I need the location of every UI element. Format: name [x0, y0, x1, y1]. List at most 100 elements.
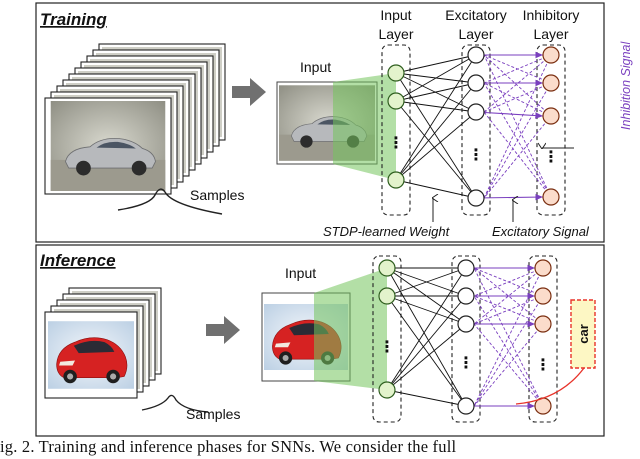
inference-synapse [386, 323, 467, 391]
inference-ellipsis: ⋮ [535, 355, 551, 374]
training-synapse [395, 100, 477, 199]
inference-input-neuron [378, 259, 396, 277]
training-synapse [395, 54, 477, 102]
training-title: Training [40, 10, 107, 29]
inhibitory-layer-label-line1: Inhibitory [523, 7, 580, 23]
inference-inhibitory-neuron [534, 287, 552, 305]
inference-inhibition-signal [473, 295, 544, 407]
training-inhibition-signal [483, 82, 552, 198]
training-input-neuron [387, 171, 405, 189]
inference-ellipsis: ⋮ [458, 353, 474, 372]
training-synapse [395, 82, 477, 181]
training-inhibitory-neuron [542, 107, 560, 125]
inference-sample-stack [44, 287, 162, 399]
inference-inhibitory-neuron [534, 315, 552, 333]
inference-excitatory-layer-box [451, 255, 481, 423]
inference-synapse [386, 267, 467, 391]
excitatory-signal-label: Excitatory Signal [492, 224, 590, 239]
inference-samples-label: Samples [186, 406, 240, 422]
training-inhibition-signal [483, 54, 552, 84]
inference-excitatory-neuron [457, 397, 475, 415]
training-flow-arrow [232, 78, 266, 106]
training-inhibition-signal [483, 82, 552, 117]
training-inhibition-signal [483, 54, 552, 199]
training-panel [35, 2, 605, 243]
output-class-box: car [570, 299, 596, 369]
inference-input-label: Input [285, 265, 316, 281]
training-inhibition-signal [483, 111, 552, 198]
figure-canvas: Training Inference Samples Input Input L… [35, 2, 633, 437]
training-excitatory-neuron [467, 74, 485, 92]
training-synapse [395, 82, 477, 102]
training-sample-stack [44, 43, 226, 195]
training-sample-image [50, 101, 166, 191]
figure-caption: ig. 2. Training and inference phases for… [0, 437, 457, 456]
inference-inhibition-signal [473, 295, 544, 325]
inference-network: ⋮ ⋮ ⋮ [314, 255, 558, 423]
inference-synapse [386, 267, 467, 407]
inference-panel [35, 244, 605, 437]
training-inhibitory-layer-box [536, 44, 566, 216]
training-inhibition-signal [483, 115, 552, 199]
training-inhibition-signal [483, 82, 552, 113]
training-excitatory-neuron [467, 46, 485, 64]
inference-input-layer-box [372, 255, 402, 423]
inference-inhibition-signal [473, 323, 544, 407]
inference-synapse [386, 295, 467, 391]
training-excitatory-neuron [467, 189, 485, 207]
training-ellipsis: ⋮ [543, 147, 559, 166]
training-synapse [395, 100, 477, 113]
training-synapse [395, 179, 477, 199]
training-network: ⋮ ⋮ ⋮ [333, 44, 566, 216]
training-samples-label: Samples [190, 187, 244, 203]
inference-input-fan [314, 268, 387, 390]
inference-sample-image [48, 320, 134, 390]
input-layer-label-line2: Layer [378, 26, 413, 42]
training-inhibitory-neuron [542, 188, 560, 206]
inference-samples-brace [141, 394, 209, 413]
training-excitatory-layer-box [461, 44, 491, 216]
inference-inhibitory-neuron [534, 259, 552, 277]
training-samples-brace [117, 188, 223, 215]
inference-flow-arrow [206, 316, 240, 344]
training-synapse [395, 54, 477, 74]
training-ellipsis: ⋮ [468, 145, 484, 164]
training-excitatory-neuron [467, 103, 485, 121]
inference-synapse [386, 389, 467, 407]
training-synapse [395, 54, 477, 181]
excitatory-layer-label-line1: Excitatory [445, 7, 506, 23]
training-input-layer-box [381, 44, 411, 216]
training-input-neuron [387, 64, 405, 82]
inference-synapse [386, 295, 467, 325]
inference-ellipsis: ⋮ [379, 337, 395, 356]
inference-excitatory-neuron [457, 287, 475, 305]
inference-synapse [386, 295, 467, 407]
training-synapse [395, 111, 477, 181]
training-inhibitory-neuron [542, 74, 560, 92]
training-input-neuron [387, 92, 405, 110]
inference-synapse [386, 267, 467, 297]
inhibition-signal-label: Inhibition Signal [619, 41, 633, 130]
excitatory-layer-label-line2: Layer [458, 26, 493, 42]
inference-excitatory-neuron [457, 315, 475, 333]
inference-title: Inference [40, 251, 116, 270]
training-synapse [395, 72, 477, 113]
training-ellipsis: ⋮ [388, 133, 404, 152]
inference-excitatory-neuron [457, 259, 475, 277]
inference-inhibitory-layer-box [528, 255, 558, 423]
inhibitory-layer-label-line2: Layer [533, 26, 568, 42]
stdp-weight-label: STDP-learned Weight [323, 224, 451, 239]
training-inhibitory-neuron [542, 46, 560, 64]
training-input-label: Input [300, 59, 331, 75]
inference-inhibition-signal [473, 323, 544, 407]
training-inhibition-signal [483, 54, 552, 117]
output-class-label: car [576, 324, 591, 344]
inference-inhibition-signal [473, 267, 544, 297]
inference-inhibition-signal [473, 267, 544, 407]
output-connector [515, 367, 585, 405]
training-excitatory-signal [475, 193, 544, 201]
inference-input-neuron [378, 381, 396, 399]
inference-input-neuron [378, 287, 396, 305]
training-inhibition-signal [483, 54, 552, 198]
input-layer-label-line1: Input [380, 7, 411, 23]
